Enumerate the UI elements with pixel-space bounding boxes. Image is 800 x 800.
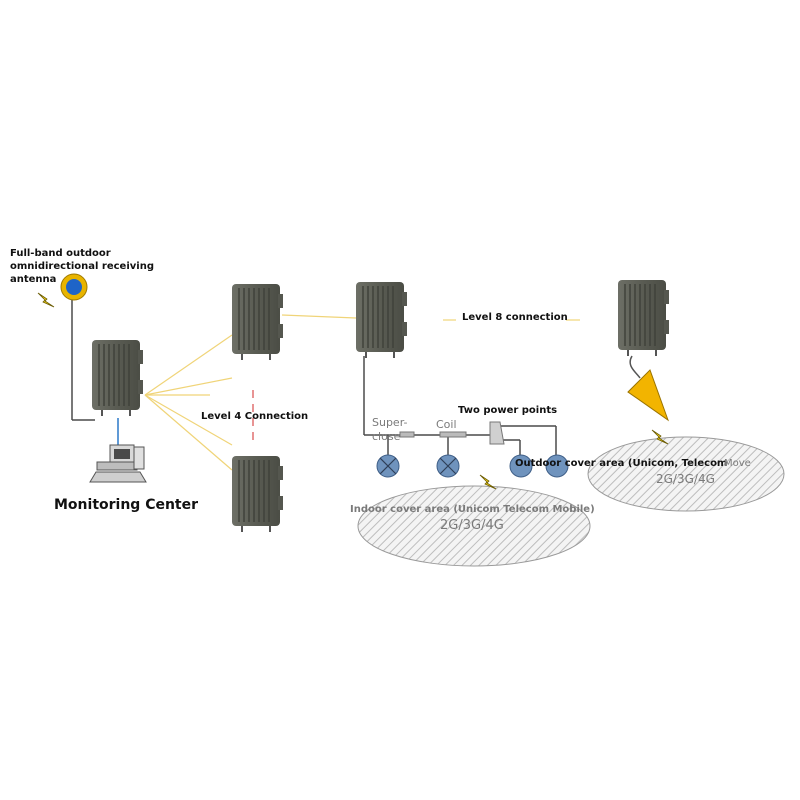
repeater-l4-top [231, 283, 284, 361]
antenna-label-line2: omnidirectional receiving [10, 261, 154, 272]
outdoor-bands-label: 2G/3G/4G [656, 472, 715, 486]
level4-label: Level 4 Connection [201, 411, 309, 422]
level4-links [144, 314, 357, 471]
indoor-bands-label: 2G/3G/4G [440, 518, 504, 533]
move-label: Move [724, 458, 751, 469]
power-splitter [489, 421, 505, 445]
indoor-cabling [363, 356, 557, 458]
repeater-l8 [355, 281, 408, 359]
indoor-cover-area [357, 485, 591, 567]
monitoring-center-label: Monitoring Center [54, 497, 199, 513]
superclose-coupler [399, 431, 415, 438]
computer-icon [89, 444, 147, 483]
repeater-l4-bottom [231, 455, 284, 533]
antenna-label-line1: Full-band outdoor [10, 248, 111, 259]
repeater-outdoor [617, 279, 670, 357]
antenna-icon [60, 273, 88, 301]
lightning-icon [37, 292, 55, 308]
outdoor-cover-label: Outdoor cover area (Unicom, Telecom [515, 458, 728, 469]
indoor-cover-label: Indoor cover area (Unicom Telecom Mobile… [350, 504, 595, 515]
indoor-antenna-icon [376, 454, 569, 478]
repeater-main [91, 339, 144, 417]
superclose-label-line1: Super- [372, 416, 408, 429]
superclose-label-line2: close [372, 430, 401, 443]
coil-coupler [439, 431, 467, 438]
coil-label: Coil [436, 418, 457, 431]
outdoor-cover-area [587, 436, 785, 512]
antenna-label-line3: antenna [10, 274, 57, 285]
directional-antenna-icon [627, 369, 670, 422]
two-power-points-label: Two power points [458, 405, 558, 416]
level8-label: Level 8 connection [462, 312, 568, 323]
